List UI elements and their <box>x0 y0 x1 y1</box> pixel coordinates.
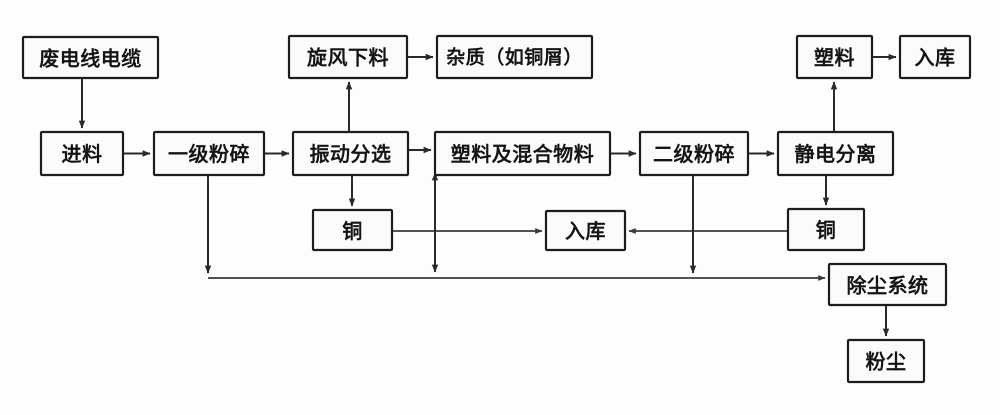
node-cyclone-discharge-box[interactable] <box>287 34 409 80</box>
node-copper-right-box[interactable] <box>786 207 866 252</box>
node-electrostatic-separation-box[interactable] <box>776 130 895 177</box>
node-warehouse-middle-label: 入库 <box>565 219 606 243</box>
node-plastic-mixed-material[interactable]: 塑料及混合物料 <box>433 130 612 177</box>
node-impurity-box[interactable] <box>435 34 594 80</box>
node-primary-crush-label: 一级粉碎 <box>168 142 250 166</box>
node-dust-removal-system-box[interactable] <box>827 262 948 307</box>
node-electrostatic-separation[interactable]: 静电分离 <box>776 130 895 177</box>
node-impurity[interactable]: 杂质（如铜屑） <box>435 34 594 80</box>
node-vibration-sort[interactable]: 振动分选 <box>291 130 410 177</box>
node-feed[interactable]: 进料 <box>39 130 125 177</box>
node-cyclone-discharge[interactable]: 旋风下料 <box>287 34 409 80</box>
node-warehouse-top[interactable]: 入库 <box>898 34 972 80</box>
node-vibration-sort-box[interactable] <box>291 130 410 177</box>
edge-layer <box>78 53 897 337</box>
node-copper-right[interactable]: 铜 <box>786 207 866 252</box>
node-feed-label: 进料 <box>62 142 103 166</box>
node-secondary-crush-label: 二级粉碎 <box>653 142 735 166</box>
node-copper-left-box[interactable] <box>311 208 394 252</box>
node-dust-box[interactable] <box>846 338 926 384</box>
node-layer: 废电线电缆 进料 一级粉碎 振动分选 旋风下料 杂质（如铜屑） <box>21 34 972 384</box>
node-plastic-mixed-material-label: 塑料及混合物料 <box>451 142 595 166</box>
node-plastic[interactable]: 塑料 <box>795 34 874 80</box>
node-waste-cable-box[interactable] <box>21 35 160 80</box>
node-warehouse-top-label: 入库 <box>915 46 956 70</box>
node-feed-box[interactable] <box>39 130 125 177</box>
node-warehouse-middle[interactable]: 入库 <box>544 209 627 252</box>
node-warehouse-middle-box[interactable] <box>544 209 627 252</box>
node-secondary-crush-box[interactable] <box>638 130 750 177</box>
node-plastic-label: 塑料 <box>814 46 855 70</box>
node-dust[interactable]: 粉尘 <box>846 338 926 384</box>
node-electrostatic-separation-label: 静电分离 <box>795 142 877 166</box>
node-copper-left-label: 铜 <box>342 219 363 243</box>
node-waste-cable-label: 废电线电缆 <box>39 47 142 71</box>
node-primary-crush[interactable]: 一级粉碎 <box>152 130 266 177</box>
node-plastic-box[interactable] <box>795 34 874 80</box>
node-warehouse-top-box[interactable] <box>898 34 972 80</box>
node-secondary-crush[interactable]: 二级粉碎 <box>638 130 750 177</box>
node-dust-removal-system-label: 除尘系统 <box>847 274 929 298</box>
node-copper-left[interactable]: 铜 <box>311 208 394 252</box>
node-waste-cable[interactable]: 废电线电缆 <box>21 35 160 80</box>
node-primary-crush-box[interactable] <box>152 130 266 177</box>
node-plastic-mixed-material-box[interactable] <box>433 130 612 177</box>
node-cyclone-discharge-label: 旋风下料 <box>306 46 389 70</box>
node-dust-removal-system[interactable]: 除尘系统 <box>827 262 948 307</box>
node-impurity-label: 杂质（如铜屑） <box>446 46 583 69</box>
node-vibration-sort-label: 振动分选 <box>310 142 392 166</box>
node-copper-right-label: 铜 <box>816 218 837 242</box>
node-dust-label: 粉尘 <box>866 350 907 374</box>
